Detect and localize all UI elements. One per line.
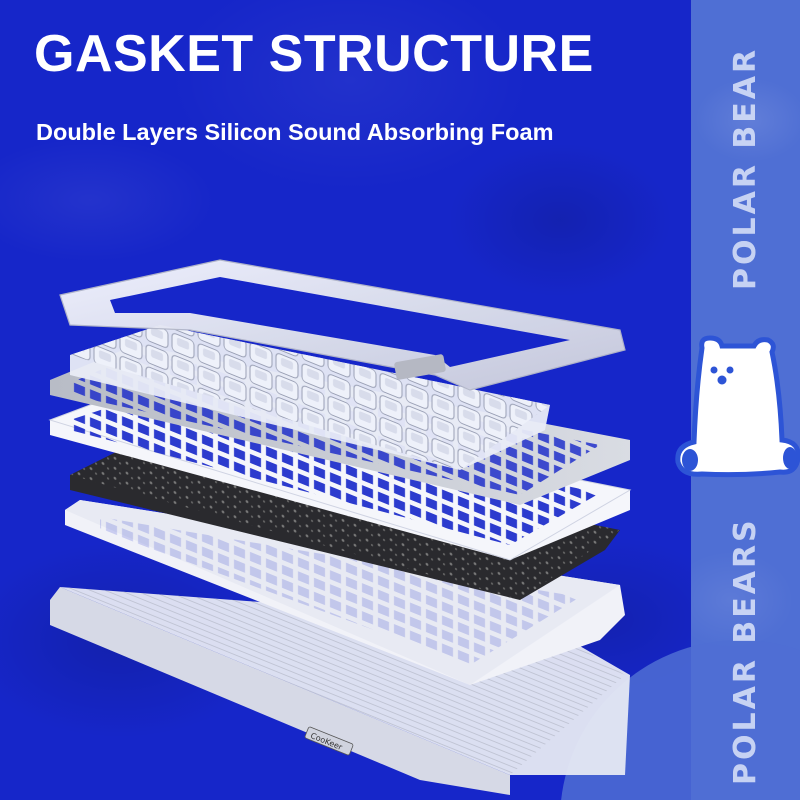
vertical-brand-text-top: POLAR BEAR xyxy=(728,46,763,290)
keyboard-exploded-illustration: CooKeer xyxy=(48,259,632,795)
page-title: GASKET STRUCTURE xyxy=(34,25,594,83)
vertical-brand-text-bottom: POLAR BEARS xyxy=(728,517,763,785)
keycaps-layer xyxy=(70,325,550,470)
upper-foam-layer xyxy=(48,389,632,561)
lower-foam-layer xyxy=(65,500,625,685)
page-subtitle: Double Layers Silicon Sound Absorbing Fo… xyxy=(36,119,554,145)
top-frame-layer xyxy=(59,259,626,391)
polar-bear-icon xyxy=(675,335,800,478)
